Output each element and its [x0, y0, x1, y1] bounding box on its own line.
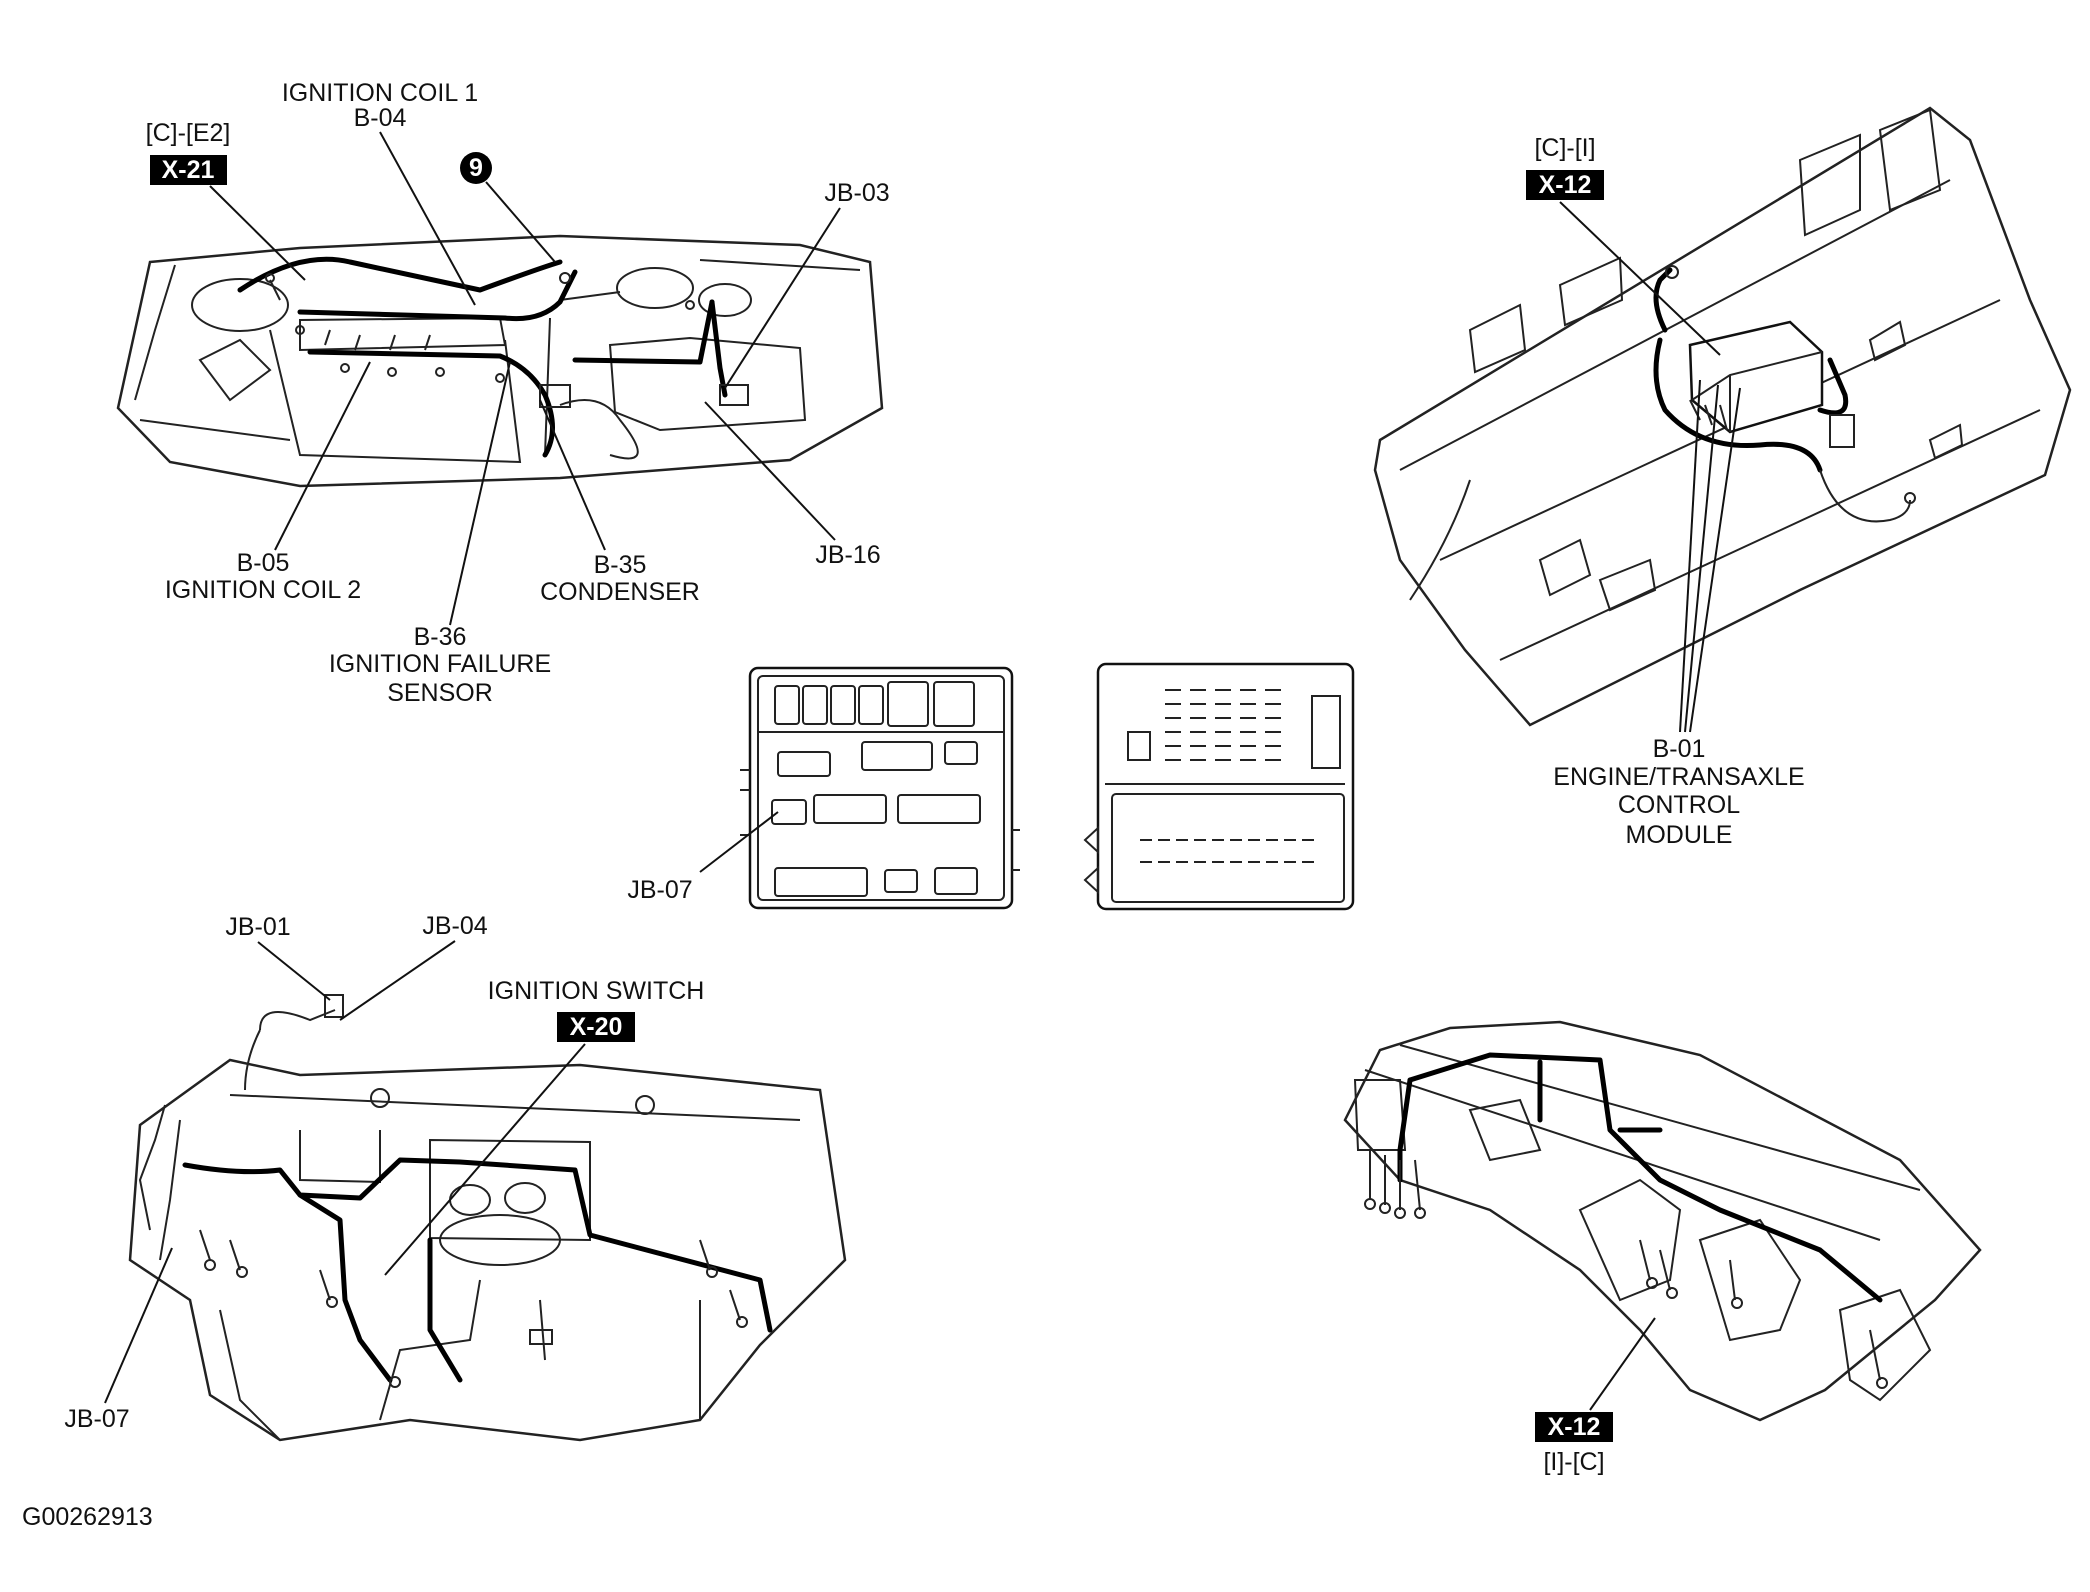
condenser-label: CONDENSER — [540, 578, 700, 606]
jb01-label: JB-01 — [225, 913, 290, 941]
ecm-label-3: MODULE — [1626, 821, 1733, 849]
dash-right-illustration — [1343, 1020, 1982, 1422]
ignition-failure-sensor-code: B-36 — [414, 623, 467, 651]
ignition-coil-2-label: IGNITION COIL 2 — [165, 576, 361, 604]
condenser-code: B-35 — [594, 551, 647, 579]
ignition-switch-label: IGNITION SWITCH — [488, 977, 705, 1005]
junction-box-rear — [1083, 662, 1355, 911]
ignition-failure-sensor-label-2: SENSOR — [387, 679, 493, 707]
figure-id: G00262913 — [22, 1503, 153, 1531]
x20-badge — [557, 1012, 635, 1042]
jb07-center-label: JB-07 — [627, 876, 692, 904]
x21-ref: [C]-[E2] — [146, 119, 231, 147]
ignition-coil-1-label: IGNITION COIL 1 — [282, 79, 478, 107]
x12-top-badge — [1526, 170, 1604, 200]
ignition-coil-2-code: B-05 — [237, 549, 290, 577]
ecm-label-1: ENGINE/TRANSAXLE — [1553, 763, 1804, 791]
jb03-label: JB-03 — [824, 179, 889, 207]
x12-top-badge-text: X-12 — [1539, 171, 1592, 199]
jb04-label: JB-04 — [422, 912, 487, 940]
ecm-mounting-illustration — [1373, 106, 2072, 727]
ecm-code: B-01 — [1653, 735, 1706, 763]
jb16-label: JB-16 — [815, 541, 880, 569]
x21-badge — [150, 155, 227, 185]
engine-bay-illustration — [116, 234, 884, 488]
dash-left-illustration — [128, 994, 847, 1442]
x12-top-ref: [C]-[I] — [1534, 134, 1595, 162]
x21-badge-text: X-21 — [162, 156, 215, 184]
x12-bottom-ref: [I]-[C] — [1543, 1448, 1604, 1476]
x12-bottom-badge — [1535, 1412, 1613, 1442]
ignition-coil-1-code: B-04 — [354, 104, 407, 132]
x12-bottom-badge-text: X-12 — [1548, 1413, 1601, 1441]
ignition-failure-sensor-label-1: IGNITION FAILURE — [329, 650, 551, 678]
junction-box-front — [740, 666, 1020, 910]
ecm-label-2: CONTROL — [1618, 791, 1740, 819]
callout-9-text: 9 — [469, 154, 483, 182]
x20-badge-text: X-20 — [570, 1013, 623, 1041]
callout-9 — [460, 152, 492, 184]
jb07-lower-label: JB-07 — [64, 1405, 129, 1433]
